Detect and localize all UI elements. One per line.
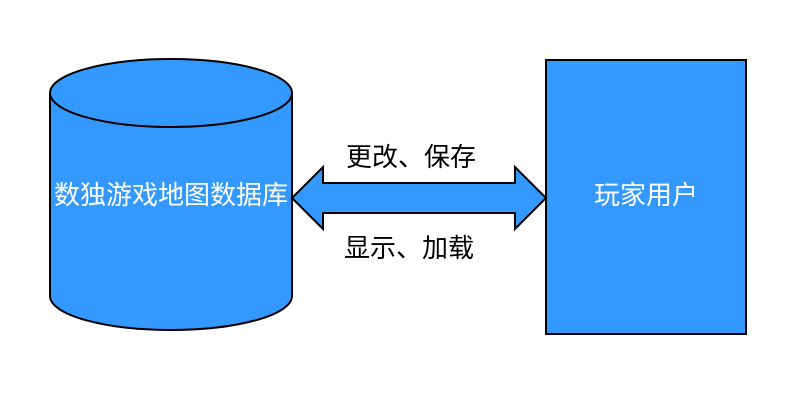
database-label: 数独游戏地图数据库 bbox=[53, 181, 288, 211]
player-label: 玩家用户 bbox=[593, 181, 698, 211]
player-node bbox=[545, 59, 747, 335]
database-cylinder-top bbox=[49, 58, 293, 128]
bidirectional-arrow bbox=[290, 164, 548, 232]
database-node bbox=[49, 58, 293, 331]
edge-label-load: 显示、加载 bbox=[344, 234, 475, 264]
edge-label-save: 更改、保存 bbox=[346, 143, 477, 173]
database-cylinder-body bbox=[49, 93, 293, 331]
